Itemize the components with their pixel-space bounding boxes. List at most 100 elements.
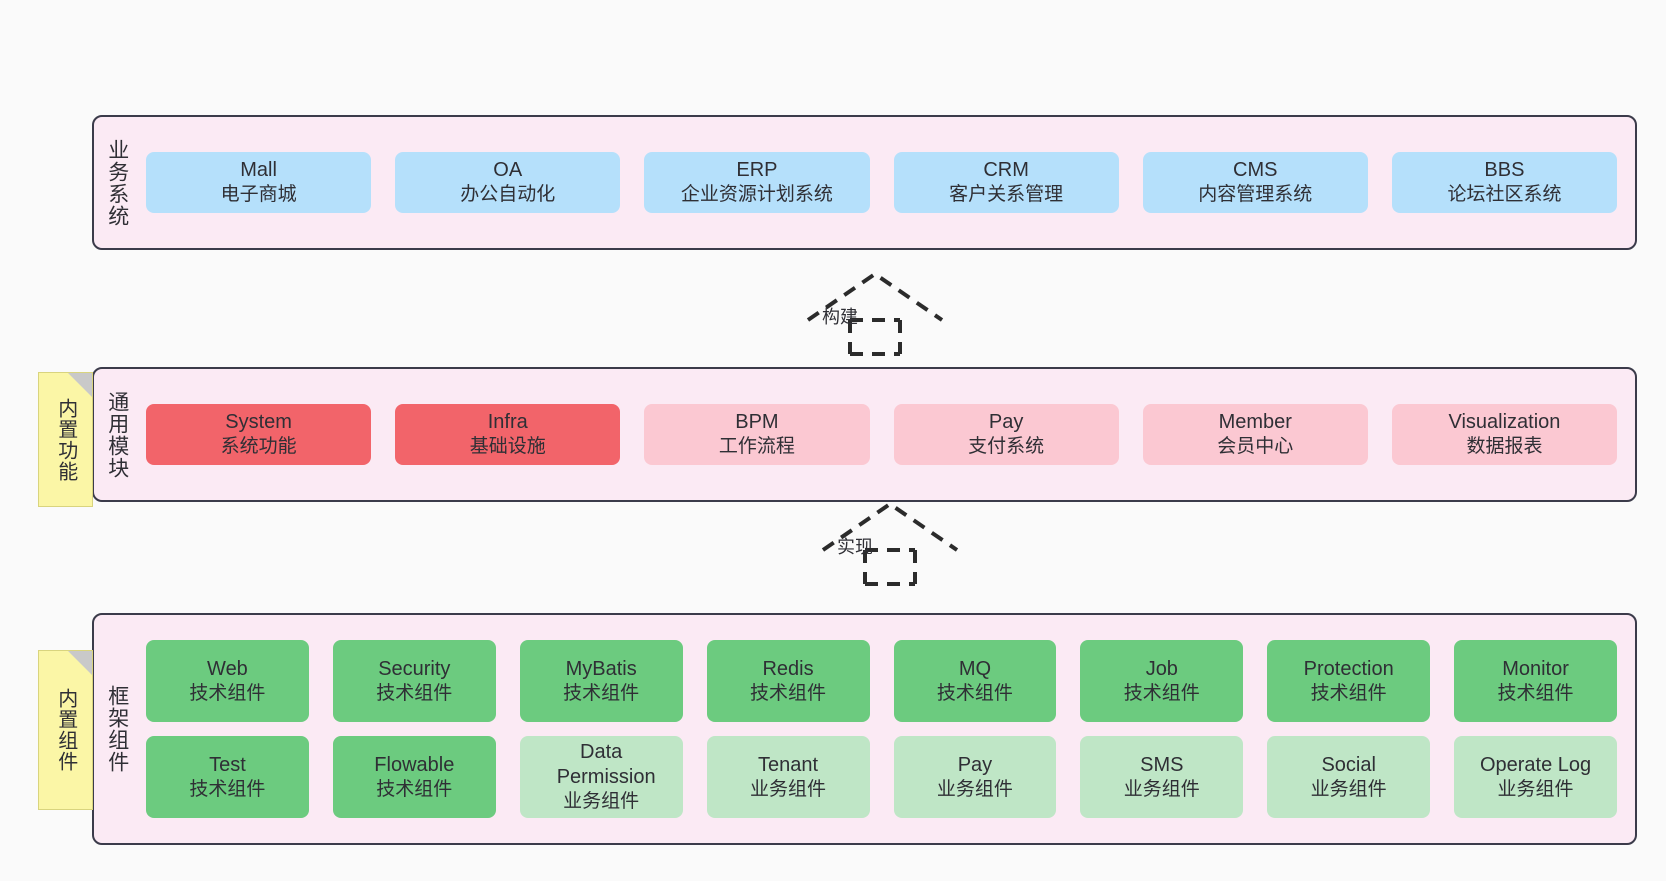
- layer-label-common-module: 通用模块: [105, 390, 129, 479]
- module-en-label: Pay: [988, 411, 1024, 434]
- note-fold-corner-icon: [68, 651, 92, 675]
- module-cn-label: 技术组件: [750, 682, 827, 704]
- layer-body-business-system: Mall 电子商城 OA 办公自动化 ERP 企业资源计划系统 CRM 客户关系…: [140, 117, 1635, 248]
- module-cn-label: 业务组件: [1497, 778, 1574, 800]
- module-cn-label: 基础设施: [469, 436, 546, 458]
- module-box-mybatis[interactable]: MyBatis 技术组件: [519, 640, 683, 722]
- module-cn-label: 技术组件: [376, 682, 453, 704]
- arrow-head-outline: [821, 501, 959, 552]
- module-en-label: CMS: [1233, 159, 1278, 182]
- module-cn-label: 技术组件: [1123, 682, 1200, 704]
- module-en-label: Test: [209, 753, 246, 776]
- module-cn-label: 支付系统: [968, 436, 1045, 458]
- module-en-label: Monitor: [1502, 657, 1569, 680]
- module-box-monitor[interactable]: Monitor 技术组件: [1454, 640, 1617, 722]
- layer-framework-component: 框架组件 Web 技术组件 Security 技术组件 MyBatis 技术组件…: [92, 613, 1637, 845]
- module-en-label: Operate Log: [1479, 753, 1592, 776]
- module-box-bpm[interactable]: BPM 工作流程: [644, 404, 870, 465]
- module-cn-label: 内容管理系统: [1198, 184, 1313, 206]
- layer-row: Test 技术组件 Flowable 技术组件 Data Permission …: [146, 736, 1617, 818]
- module-en-label: Web: [207, 657, 248, 680]
- module-en-label: Job: [1145, 657, 1178, 680]
- module-box-security[interactable]: Security 技术组件: [332, 640, 496, 722]
- module-en-label: MyBatis: [565, 657, 637, 680]
- module-box-mq[interactable]: MQ 技术组件: [893, 640, 1057, 722]
- module-en-label: Data Permission: [556, 741, 656, 789]
- module-cn-label: 办公自动化: [460, 184, 556, 206]
- layer-business-system: 业务系统 Mall 电子商城 OA 办公自动化 ERP 企业资源计划系统 CRM…: [92, 115, 1637, 250]
- layer-body-framework-component: Web 技术组件 Security 技术组件 MyBatis 技术组件 Redi…: [140, 615, 1635, 843]
- module-cn-label: 技术组件: [189, 682, 266, 704]
- layer-row: Web 技术组件 Security 技术组件 MyBatis 技术组件 Redi…: [146, 640, 1617, 722]
- module-box-social[interactable]: Social 业务组件: [1267, 736, 1431, 818]
- module-box-web[interactable]: Web 技术组件: [146, 640, 309, 722]
- module-en-label: System: [225, 411, 292, 434]
- module-box-pay[interactable]: Pay 支付系统: [893, 404, 1119, 465]
- module-cn-label: 论坛社区系统: [1447, 184, 1562, 206]
- connector-label-implement: 实现: [837, 537, 873, 557]
- module-box-cms[interactable]: CMS 内容管理系统: [1142, 152, 1368, 213]
- layer-label-business-system: 业务系统: [105, 138, 129, 227]
- module-box-system[interactable]: System 系统功能: [146, 404, 372, 465]
- note-label: 内置功能: [54, 397, 77, 482]
- module-cn-label: 业务组件: [1123, 778, 1200, 800]
- module-box-oa[interactable]: OA 办公自动化: [395, 152, 621, 213]
- module-box-job[interactable]: Job 技术组件: [1080, 640, 1244, 722]
- module-en-label: BBS: [1484, 159, 1525, 182]
- module-cn-label: 数据报表: [1466, 436, 1543, 458]
- connector-build: 构建: [800, 268, 950, 356]
- module-en-label: Visualization: [1448, 411, 1561, 434]
- module-en-label: CRM: [983, 159, 1029, 182]
- module-box-crm[interactable]: CRM 客户关系管理: [893, 152, 1119, 213]
- module-en-label: Mall: [240, 159, 277, 182]
- module-box-flowable[interactable]: Flowable 技术组件: [332, 736, 496, 818]
- module-box-protection[interactable]: Protection 技术组件: [1267, 640, 1431, 722]
- module-en-label: Security: [378, 657, 451, 680]
- module-en-label: SMS: [1140, 753, 1184, 776]
- layer-label-framework-component: 框架组件: [105, 685, 129, 773]
- module-box-visualization[interactable]: Visualization 数据报表: [1391, 404, 1618, 465]
- layer-row: Mall 电子商城 OA 办公自动化 ERP 企业资源计划系统 CRM 客户关系…: [146, 152, 1618, 213]
- module-box-pay-component[interactable]: Pay 业务组件: [893, 736, 1057, 818]
- module-box-sms[interactable]: SMS 业务组件: [1080, 736, 1244, 818]
- module-en-label: ERP: [736, 159, 778, 182]
- module-en-label: Infra: [487, 411, 528, 434]
- module-box-mall[interactable]: Mall 电子商城: [146, 152, 372, 213]
- module-box-bbs[interactable]: BBS 论坛社区系统: [1391, 152, 1618, 213]
- module-cn-label: 客户关系管理: [949, 184, 1064, 206]
- note-builtin-component: 内置组件: [38, 650, 93, 810]
- connector-label-build: 构建: [822, 307, 858, 327]
- layer-common-module: 通用模块 System 系统功能 Infra 基础设施 BPM 工作流程 Pay…: [92, 367, 1637, 502]
- module-en-label: OA: [493, 159, 523, 182]
- module-cn-label: 技术组件: [563, 682, 640, 704]
- module-en-label: Pay: [957, 753, 993, 776]
- module-en-label: Flowable: [374, 753, 455, 776]
- module-box-redis[interactable]: Redis 技术组件: [706, 640, 870, 722]
- note-label: 内置组件: [54, 688, 77, 772]
- module-cn-label: 电子商城: [220, 184, 297, 206]
- module-cn-label: 技术组件: [1497, 682, 1574, 704]
- note-builtin-function: 内置功能: [38, 372, 93, 507]
- module-box-erp[interactable]: ERP 企业资源计划系统: [644, 152, 870, 213]
- module-en-label: Social: [1321, 753, 1376, 776]
- module-cn-label: 业务组件: [563, 791, 640, 813]
- module-box-member[interactable]: Member 会员中心: [1142, 404, 1368, 465]
- module-en-label: BPM: [735, 411, 779, 434]
- module-box-operate-log[interactable]: Operate Log 业务组件: [1454, 736, 1617, 818]
- module-cn-label: 技术组件: [376, 778, 453, 800]
- module-box-test[interactable]: Test 技术组件: [146, 736, 309, 818]
- module-cn-label: 系统功能: [220, 436, 297, 458]
- module-en-label: Redis: [762, 657, 814, 680]
- module-cn-label: 业务组件: [750, 778, 827, 800]
- module-cn-label: 业务组件: [1310, 778, 1387, 800]
- module-box-data-permission[interactable]: Data Permission 业务组件: [519, 736, 683, 818]
- layer-row: System 系统功能 Infra 基础设施 BPM 工作流程 Pay 支付系统…: [146, 404, 1618, 465]
- module-cn-label: 会员中心: [1217, 436, 1294, 458]
- module-box-infra[interactable]: Infra 基础设施: [395, 404, 621, 465]
- module-cn-label: 企业资源计划系统: [680, 184, 833, 206]
- module-en-label: Protection: [1303, 657, 1394, 680]
- module-en-label: MQ: [958, 657, 992, 680]
- module-box-tenant[interactable]: Tenant 业务组件: [706, 736, 870, 818]
- module-en-label: Tenant: [758, 753, 819, 776]
